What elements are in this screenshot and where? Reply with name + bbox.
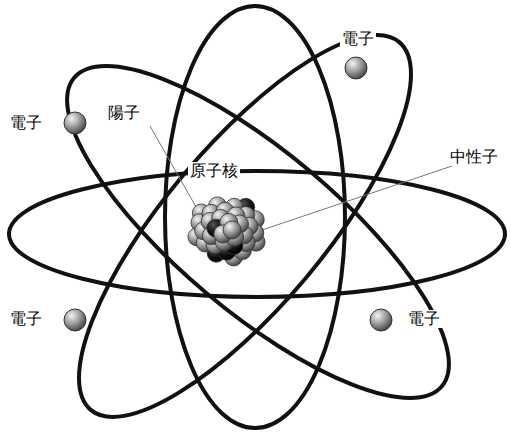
leader-line [262, 166, 452, 230]
orbit [29, 0, 460, 433]
electron-label: 電子 [340, 30, 376, 48]
orbit [9, 171, 505, 297]
electron-label: 電子 [406, 310, 442, 328]
nucleus [188, 197, 265, 266]
electron-label: 電子 [8, 114, 44, 132]
orbits [9, 0, 505, 433]
nucleus-label: 原子核 [188, 162, 240, 180]
proton-sphere [223, 221, 241, 239]
leader-lines [150, 126, 452, 230]
electron-sphere [64, 112, 86, 134]
electron-sphere [370, 309, 392, 331]
electron-sphere [345, 57, 367, 79]
proton-label: 陽子 [106, 104, 142, 122]
orbit [23, 16, 494, 433]
electrons [64, 57, 392, 331]
electron-label: 電子 [8, 310, 44, 328]
neutron-label: 中性子 [448, 148, 500, 166]
electron-sphere [64, 309, 86, 331]
orbit [165, 6, 345, 428]
